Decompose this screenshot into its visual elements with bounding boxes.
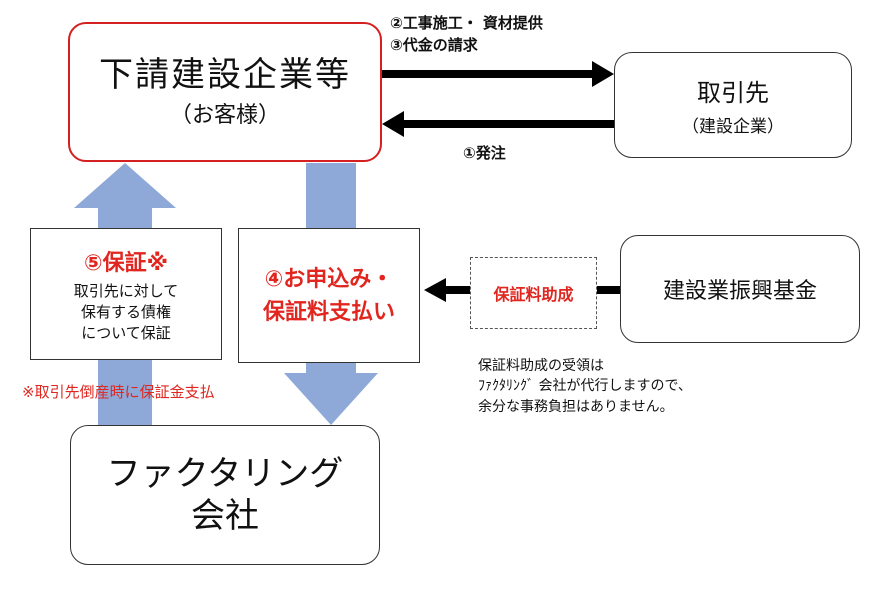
guarantee-title-text: ⑤保証※ <box>83 250 168 276</box>
supply-arrow <box>382 61 614 87</box>
factoring-box: ファクタリング 会社 <box>70 425 380 565</box>
client-title: 取引先 <box>697 79 769 107</box>
subcontractor-box: 下請建設企業等 （お客様） <box>68 22 382 162</box>
order-arrow <box>382 111 614 137</box>
subsidy-note: 保証料助成の受領は ﾌｧｸﾀﾘﾝｸﾞ 会社が代行しますので、 余分な事務負担はあ… <box>478 356 692 417</box>
subcontractor-title: 下請建設企業等 <box>99 54 351 95</box>
foundation-title: 建設業振興基金 <box>662 279 817 304</box>
factoring-line1: ファクタリング <box>106 453 344 494</box>
guarantee-box: ⑤保証※ 取引先に対して 保有する債権 について保証 <box>30 228 222 360</box>
guarantee-line1: 取引先に対して <box>73 281 179 300</box>
client-box: 取引先 （建設企業） <box>614 52 852 158</box>
subsidy-box: 保証料助成 <box>470 257 597 329</box>
apply-line1: ④お申込み・ <box>264 266 394 292</box>
step1-label: ①発注 <box>463 144 506 162</box>
subsidy-arrow <box>424 278 470 302</box>
factoring-line2: 会社 <box>191 496 259 536</box>
note-line2: ﾌｧｸﾀﾘﾝｸﾞ 会社が代行しますので、 <box>478 378 692 395</box>
guarantee-title: ⑤保証※ <box>84 245 168 277</box>
bankruptcy-note: ※取引先倒産時に保証金支払 <box>22 383 215 401</box>
subsidy-link-line <box>597 286 621 294</box>
note-line1: 保証料助成の受領は <box>478 358 604 374</box>
foundation-box: 建設業振興基金 <box>620 235 860 343</box>
guarantee-line3: について保証 <box>81 323 171 342</box>
client-subtitle: （建設企業） <box>682 117 784 137</box>
guarantee-line2: 保有する債権 <box>80 302 171 321</box>
subsidy-label: 保証料助成 <box>493 285 574 304</box>
apply-line2: 保証料支払い <box>262 299 395 325</box>
subcontractor-subtitle: （お客様） <box>169 103 280 129</box>
step2-label: ②工事施工・ 資材提供 <box>390 14 543 32</box>
step3-label: ③代金の請求 <box>390 36 478 54</box>
apply-box: ④お申込み・ 保証料支払い <box>238 228 420 363</box>
note-line3: 余分な事務負担はありません。 <box>478 398 674 415</box>
